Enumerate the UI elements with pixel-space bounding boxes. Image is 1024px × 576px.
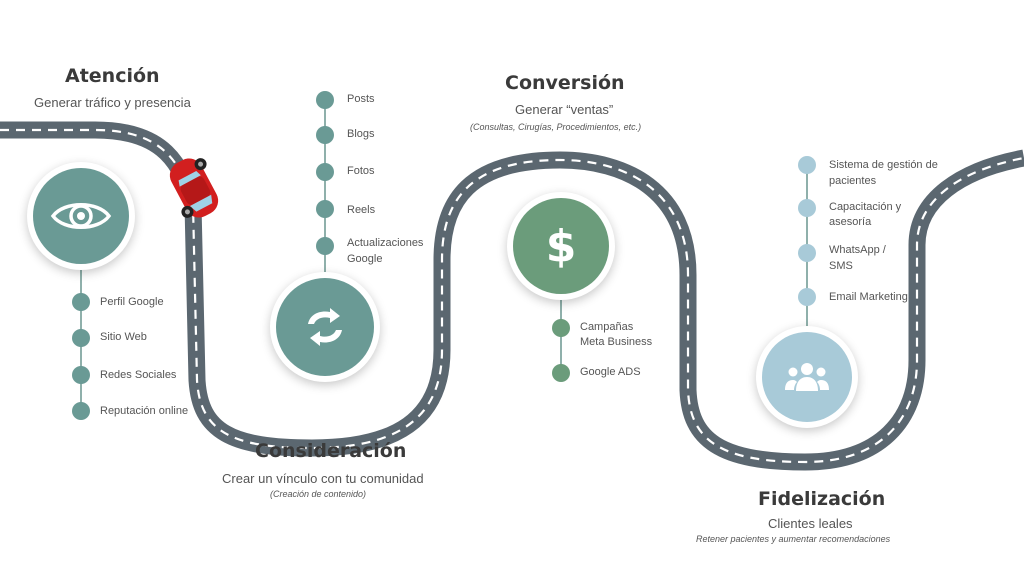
stage-title-consideracion: Consideración bbox=[255, 440, 407, 462]
bullets-fidelizacion bbox=[798, 156, 816, 306]
list-item: Capacitación y bbox=[829, 201, 902, 213]
dollar-icon: $ bbox=[513, 198, 609, 294]
road-center-line bbox=[0, 128, 1024, 464]
list-item: Blogs bbox=[347, 128, 375, 140]
list-item: SMS bbox=[829, 260, 853, 272]
list-item: Meta Business bbox=[580, 336, 653, 348]
list-item: Google bbox=[347, 253, 383, 265]
bullets-atencion bbox=[72, 293, 90, 420]
list-item: Fotos bbox=[347, 165, 375, 177]
stage-title-conversion: Conversión bbox=[505, 72, 625, 94]
stage-subtitle-conversion: Generar “ventas” bbox=[515, 102, 614, 117]
list-item: WhatsApp / bbox=[829, 244, 886, 256]
refresh-arrows-icon bbox=[276, 278, 374, 376]
list-item: pacientes bbox=[829, 175, 877, 187]
stage-note-conversion: (Consultas, Cirugías, Procedimientos, et… bbox=[470, 122, 642, 132]
users-group-icon bbox=[762, 332, 852, 422]
stage-note-consideracion: (Creación de contenido) bbox=[270, 489, 367, 499]
list-item: asesoría bbox=[829, 216, 872, 228]
stage-title-fidelizacion: Fidelización bbox=[758, 488, 886, 510]
list-item: Reputación online bbox=[100, 405, 189, 417]
list-item: Campañas bbox=[580, 321, 634, 333]
eye-icon bbox=[33, 168, 129, 264]
list-item: Sitio Web bbox=[100, 331, 147, 343]
list-item: Actualizaciones bbox=[347, 237, 424, 249]
list-item: Posts bbox=[347, 93, 375, 105]
bullets-conversion bbox=[552, 319, 570, 382]
stage-note-fidelizacion: Retener pacientes y aumentar recomendaci… bbox=[696, 534, 891, 544]
stage-subtitle-atencion: Generar tráfico y presencia bbox=[34, 95, 191, 110]
dollar-symbol: $ bbox=[545, 220, 577, 272]
stage-title-atencion: Atención bbox=[65, 65, 160, 87]
stage-subtitle-consideracion: Crear un vínculo con tu comunidad bbox=[222, 471, 424, 486]
list-item: Email Marketing bbox=[829, 291, 908, 303]
list-item: Google ADS bbox=[580, 366, 641, 378]
list-item: Redes Sociales bbox=[100, 369, 177, 381]
list-item: Reels bbox=[347, 204, 376, 216]
list-item: Sistema de gestión de bbox=[829, 159, 938, 171]
bullets-consideracion bbox=[316, 91, 334, 255]
list-item: Perfil Google bbox=[100, 296, 164, 308]
car-icon bbox=[169, 158, 219, 218]
stage-subtitle-fidelizacion: Clientes leales bbox=[768, 516, 853, 531]
